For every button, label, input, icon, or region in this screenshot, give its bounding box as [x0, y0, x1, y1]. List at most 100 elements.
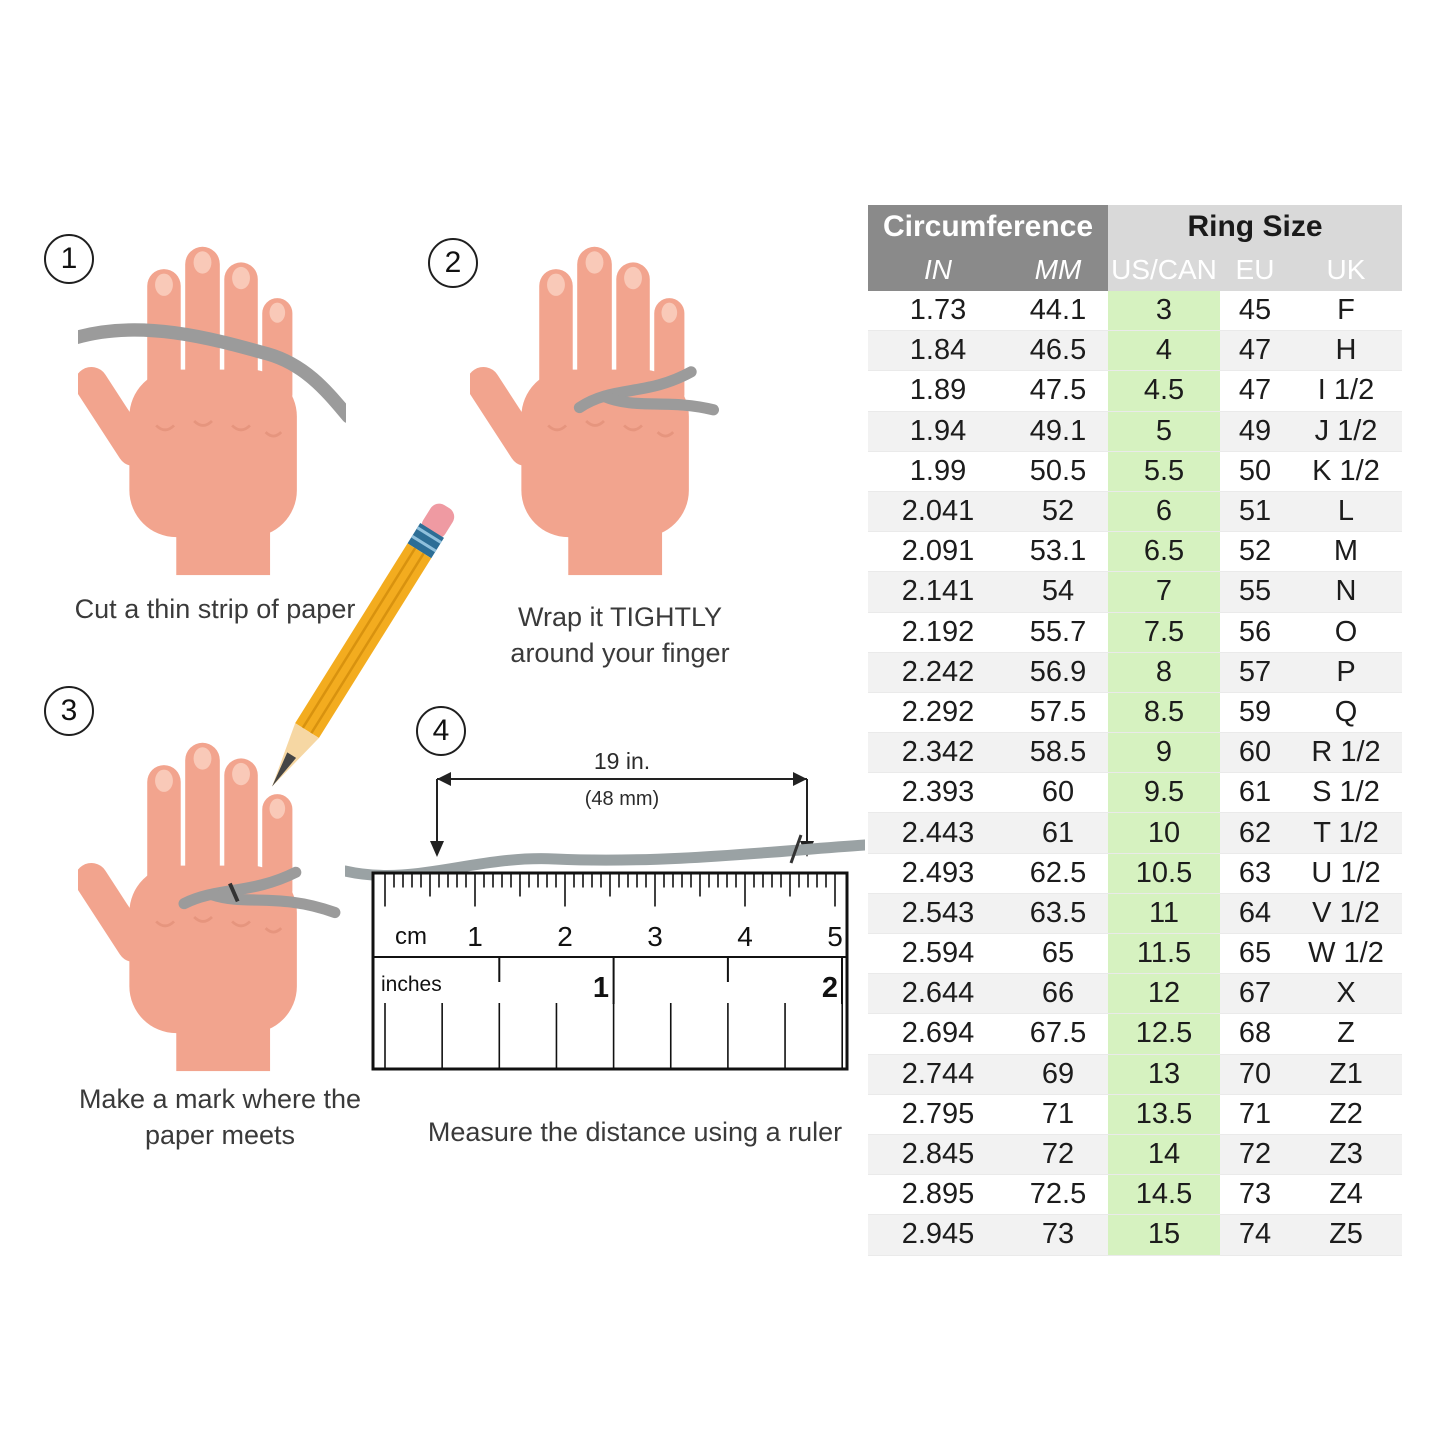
table-cell: 1.99 [868, 452, 1008, 492]
col-header-uscan: US/CAN [1108, 249, 1220, 291]
table-cell: 2.543 [868, 893, 1008, 934]
table-cell: 2.644 [868, 974, 1008, 1015]
table-cell: 67 [1220, 974, 1290, 1015]
table-cell: 14.5 [1108, 1175, 1220, 1216]
pencil-lead [272, 752, 297, 787]
table-cell: N [1290, 572, 1402, 613]
table-cell: J 1/2 [1290, 411, 1402, 452]
table-cell: 8 [1108, 652, 1220, 693]
table-cell: 59 [1220, 693, 1290, 734]
table-cell: 61 [1008, 813, 1108, 854]
table-cell: 61 [1220, 773, 1290, 814]
table-cell: 2.594 [868, 934, 1008, 975]
table-cell: 52 [1220, 532, 1290, 573]
col-header-eu: EU [1220, 249, 1290, 291]
ruler-quarter-ticks [384, 1003, 844, 1068]
table-cell: X [1290, 974, 1402, 1015]
table-cell: 2.292 [868, 693, 1008, 734]
table-cell: 47 [1220, 331, 1290, 372]
step-1-caption: Cut a thin strip of paper [74, 594, 356, 624]
table-cell: 1.94 [868, 411, 1008, 452]
table-cell: 13.5 [1108, 1094, 1220, 1135]
table-cell: 47 [1220, 371, 1290, 412]
table-cell: M [1290, 532, 1402, 573]
table-cell: 2.795 [868, 1095, 1008, 1135]
table-cell: 54 [1008, 572, 1108, 613]
table-cell: 64 [1220, 893, 1290, 934]
header-circumference: Circumference [868, 205, 1108, 249]
table-cell: 49 [1220, 411, 1290, 452]
measurement-sublabel: (48 mm) [585, 788, 659, 810]
table-cell: Z5 [1290, 1215, 1402, 1256]
inch-2: 2 [822, 972, 838, 1004]
table-cell: S 1/2 [1290, 773, 1402, 814]
pencil-icon [246, 494, 465, 812]
table-cell: 12 [1108, 974, 1220, 1015]
table-cell: 51 [1220, 491, 1290, 533]
cm-5: 5 [827, 921, 843, 952]
table-cell: 72 [1008, 1134, 1108, 1176]
table-cell: 58.5 [1008, 733, 1108, 774]
table-cell: Z4 [1290, 1175, 1402, 1216]
table-cell: 2.091 [868, 532, 1008, 573]
step-4-number: 4 [432, 714, 450, 747]
col-header-uk: UK [1290, 249, 1402, 291]
ring-size-table: Circumference Ring Size IN MM US/CAN EU … [868, 205, 1402, 1256]
table-cell: Q [1290, 693, 1402, 734]
table-cell: 53.1 [1008, 532, 1108, 573]
table-cell: F [1290, 291, 1402, 332]
step-3-badge: 3 [44, 686, 94, 736]
arrow-down-left-icon [430, 841, 444, 857]
header-ring-size: Ring Size [1108, 205, 1402, 249]
table-cell: 63.5 [1008, 893, 1108, 934]
table-cell: Z3 [1290, 1134, 1402, 1176]
table-cell: 1.89 [868, 371, 1008, 412]
table-cell: 60 [1008, 773, 1108, 814]
table-cell: 62.5 [1008, 854, 1108, 894]
table-cell: 63 [1220, 854, 1290, 894]
col-header-in: IN [868, 249, 1008, 291]
table-cell: 46.5 [1008, 331, 1108, 372]
table-cell: 5 [1108, 411, 1220, 452]
table-cell: 56.9 [1008, 652, 1108, 693]
table-cell: 55.7 [1008, 613, 1108, 653]
table-column-headers: IN MM US/CAN EU UK [868, 249, 1402, 291]
table-cell: 2.443 [868, 813, 1008, 854]
paper-strip-2a [573, 366, 697, 414]
ruler-body [371, 871, 849, 1071]
table-cell: 10.5 [1108, 853, 1220, 894]
table-cell: Z [1290, 1014, 1402, 1055]
step-3-caption: Make a mark where the paper meets [78, 1084, 362, 1150]
table-cell: T 1/2 [1290, 813, 1402, 854]
step-3-number: 3 [60, 694, 78, 727]
hand-illustration-step-2 [470, 245, 720, 577]
table-cell: 10 [1108, 813, 1220, 854]
table-cell: 9.5 [1108, 773, 1220, 814]
table-cell: 5.5 [1108, 451, 1220, 492]
step-2-badge: 2 [428, 238, 478, 288]
table-cell: O [1290, 613, 1402, 653]
table-header-groups: Circumference Ring Size [868, 205, 1402, 249]
ruler-illustration: 19 in. (48 mm) cm 1 2 3 4 5 inches 1 2 [345, 748, 865, 1071]
table-cell: 45 [1220, 291, 1290, 332]
table-cell: 6.5 [1108, 532, 1220, 573]
table-cell: U 1/2 [1290, 854, 1402, 894]
paper-strip-2b [598, 390, 720, 416]
table-cell: 2.945 [868, 1215, 1008, 1256]
table-cell: 47.5 [1008, 371, 1108, 412]
table-cell: 66 [1008, 974, 1108, 1015]
table-cell: Z1 [1290, 1054, 1402, 1095]
table-cell: 49.1 [1008, 411, 1108, 452]
inches-label: inches [381, 973, 442, 996]
pencil-mark [228, 882, 240, 903]
table-cell: 15 [1108, 1215, 1220, 1256]
table-cell: 12.5 [1108, 1014, 1220, 1055]
